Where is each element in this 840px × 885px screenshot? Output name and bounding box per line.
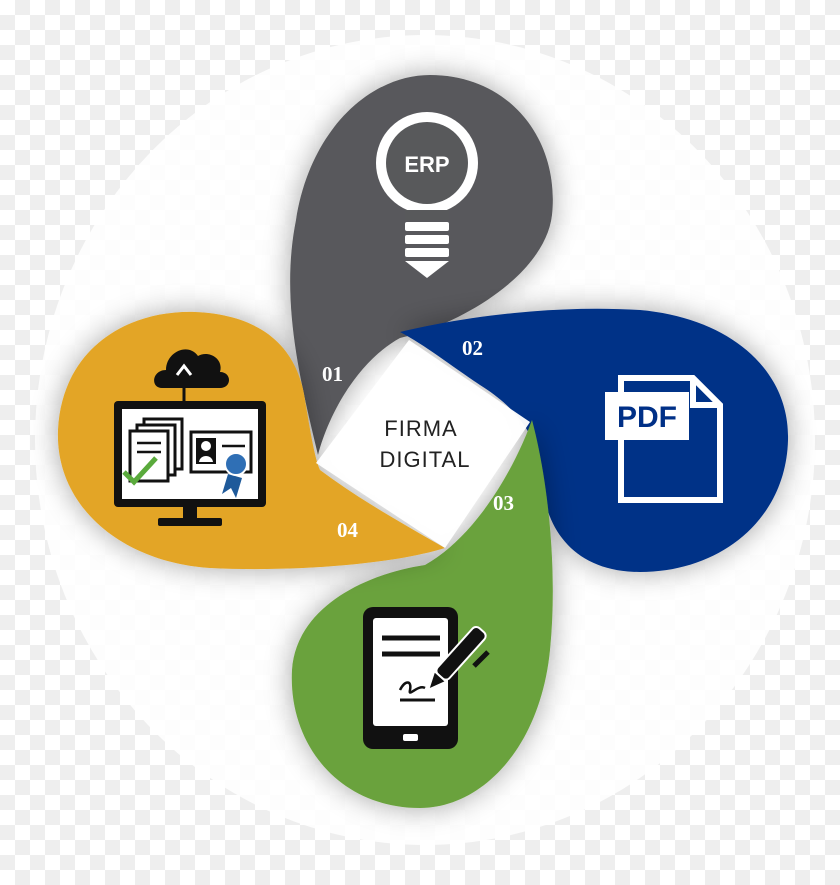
erp-text: ERP bbox=[404, 152, 449, 177]
petal-02 bbox=[400, 308, 789, 572]
center-title-line1: FIRMA bbox=[384, 416, 457, 441]
tablet-signature-icon bbox=[363, 607, 490, 749]
petal-03-number: 03 bbox=[493, 491, 514, 515]
center-title-line2: DIGITAL bbox=[380, 447, 471, 472]
pdf-document-icon: PDF bbox=[605, 375, 723, 503]
petal-02-number: 02 bbox=[462, 336, 483, 360]
cloud-monitor-documents-icon bbox=[114, 349, 266, 526]
pdf-text: PDF bbox=[617, 401, 677, 434]
petal-02-shape bbox=[400, 308, 789, 572]
center-diamond bbox=[316, 340, 530, 548]
lightbulb-icon: ERP bbox=[376, 112, 478, 278]
petal-01-number: 01 bbox=[322, 362, 343, 386]
petal-04-number: 04 bbox=[337, 518, 359, 542]
